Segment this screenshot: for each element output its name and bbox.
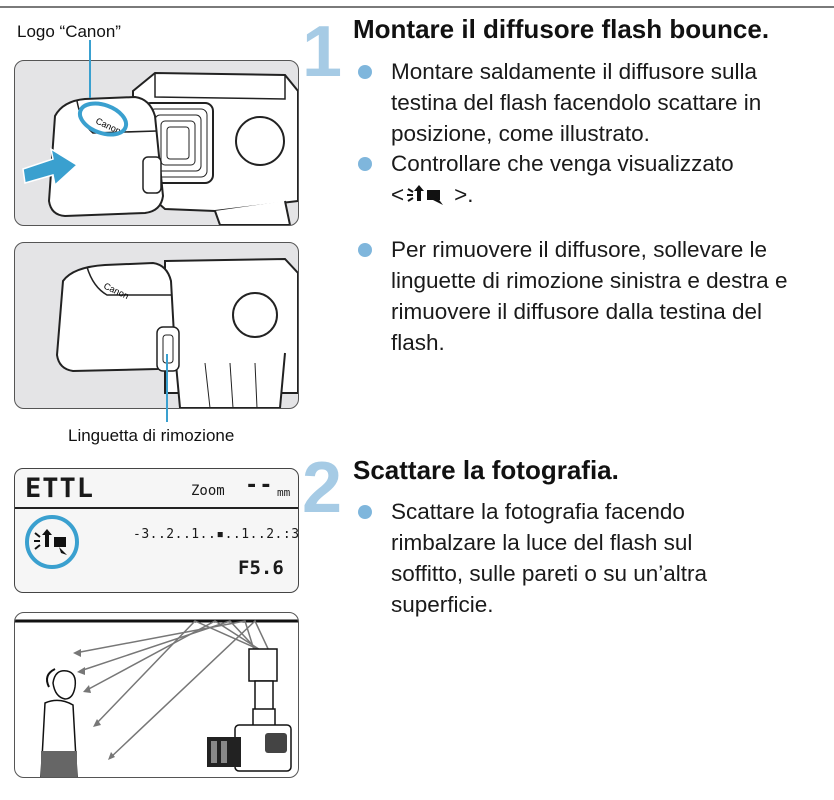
lcd-divider: [15, 507, 298, 509]
lcd-zoom-value: --: [245, 473, 274, 498]
bullet-dot-icon: [358, 157, 372, 171]
bullet-dot-icon: [358, 243, 372, 257]
diffuser-attach-illustration: Canon: [14, 60, 299, 226]
step-title-2: Scattare la fotografia.: [353, 455, 619, 485]
bounce-diffuser-icon: [25, 515, 79, 569]
bounce-diffuser-icon: [407, 185, 444, 205]
lcd-zoom-unit: mm: [277, 486, 291, 499]
tab-callout-label: Linguetta di rimozione: [68, 426, 235, 445]
bounce-light-illustration: [14, 612, 299, 778]
step2-bullet-1: Scattare la fotografia facendo rimbalzar…: [358, 496, 818, 620]
bullet-dot-icon: [358, 505, 372, 519]
symbol-open: <: [391, 182, 405, 207]
lcd-panel: ETTL Zoom -- mm -3..2..1..▪..1..2.:3 F5.…: [14, 468, 299, 593]
logo-callout-line: [89, 40, 91, 98]
top-rule: [0, 6, 834, 8]
step1-bullet-3: Per rimuovere il diffusore, sollevare le…: [358, 234, 818, 358]
lcd-aperture: F5.6: [238, 557, 284, 579]
lcd-zoom-label: Zoom: [191, 483, 225, 499]
step1-bullet-1: Montare saldamente il diffusore sulla te…: [358, 56, 818, 149]
diffuser-remove-illustration: Canon: [14, 242, 299, 409]
symbol-close: >.: [454, 182, 474, 207]
tab-callout-line: [166, 354, 168, 422]
step-title-1: Montare il diffusore flash bounce.: [353, 14, 770, 44]
step1-bullet-2-text: Controllare che venga visualizzato: [391, 151, 734, 176]
lcd-mode: ETTL: [25, 473, 95, 504]
logo-callout-label: Logo “Canon”: [17, 22, 121, 41]
step-number-2: 2: [302, 448, 343, 528]
step-number-1: 1: [302, 12, 343, 92]
bullet-dot-icon: [358, 65, 372, 79]
step1-bullet-2: Controllare che venga visualizzato < >.: [358, 148, 818, 210]
lcd-exposure-scale: -3..2..1..▪..1..2.:3: [133, 527, 299, 542]
